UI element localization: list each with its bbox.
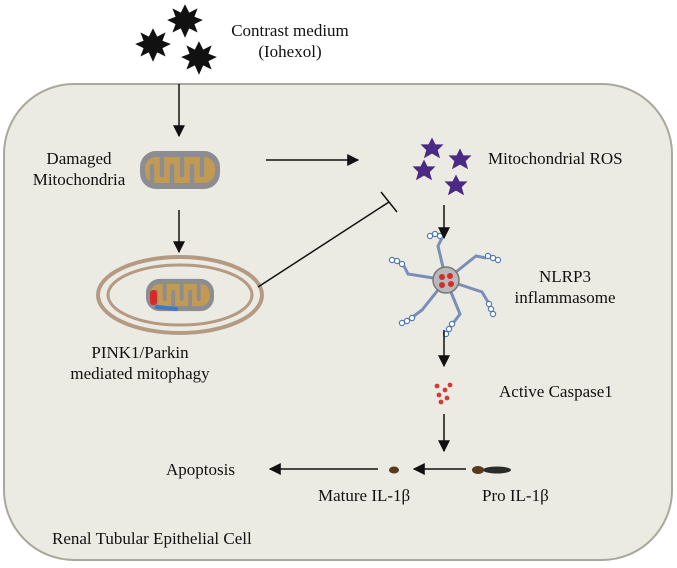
caspase-label: Active Caspase1 — [499, 382, 613, 401]
il-1b-icon — [389, 466, 511, 474]
damaged-mitochondria-label: Damaged Mitochondria — [20, 148, 138, 190]
contrast-medium-line2: (Iohexol) — [258, 42, 322, 61]
inhibition-line — [257, 201, 390, 288]
mature-il-label: Mature IL-1β — [318, 486, 411, 505]
mitophagy-line1: PINK1/Parkin — [91, 343, 189, 362]
nlrp3-label: NLRP3 inflammasome — [500, 266, 630, 308]
pro-il-label: Pro IL-1β — [482, 486, 549, 505]
damaged-line1: Damaged — [46, 149, 112, 168]
contrast-star-icon — [135, 4, 217, 75]
damaged-line2: Mitochondria — [32, 170, 126, 189]
autophagosome-icon — [96, 255, 264, 335]
nlrp3-line1: NLRP3 — [539, 267, 591, 286]
mitophagy-label: PINK1/Parkin mediated mitophagy — [60, 342, 220, 384]
mitochondria-icon — [140, 151, 220, 189]
inhibition-bar — [380, 191, 398, 213]
mitophagy-line2: mediated mitophagy — [70, 364, 210, 383]
cell-membrane — [3, 83, 673, 561]
caspase-dots-icon — [434, 382, 453, 405]
mito-ros-label: Mitochondrial ROS — [488, 149, 623, 168]
apoptosis-label: Apoptosis — [166, 460, 235, 479]
contrast-medium-line1: Contrast medium — [231, 21, 349, 40]
inflammasome-icon — [388, 230, 502, 338]
contrast-medium-label: Contrast medium (Iohexol) — [215, 20, 365, 62]
nlrp3-line2: inflammasome — [514, 288, 616, 307]
cell-label: Renal Tubular Epithelial Cell — [52, 529, 252, 548]
